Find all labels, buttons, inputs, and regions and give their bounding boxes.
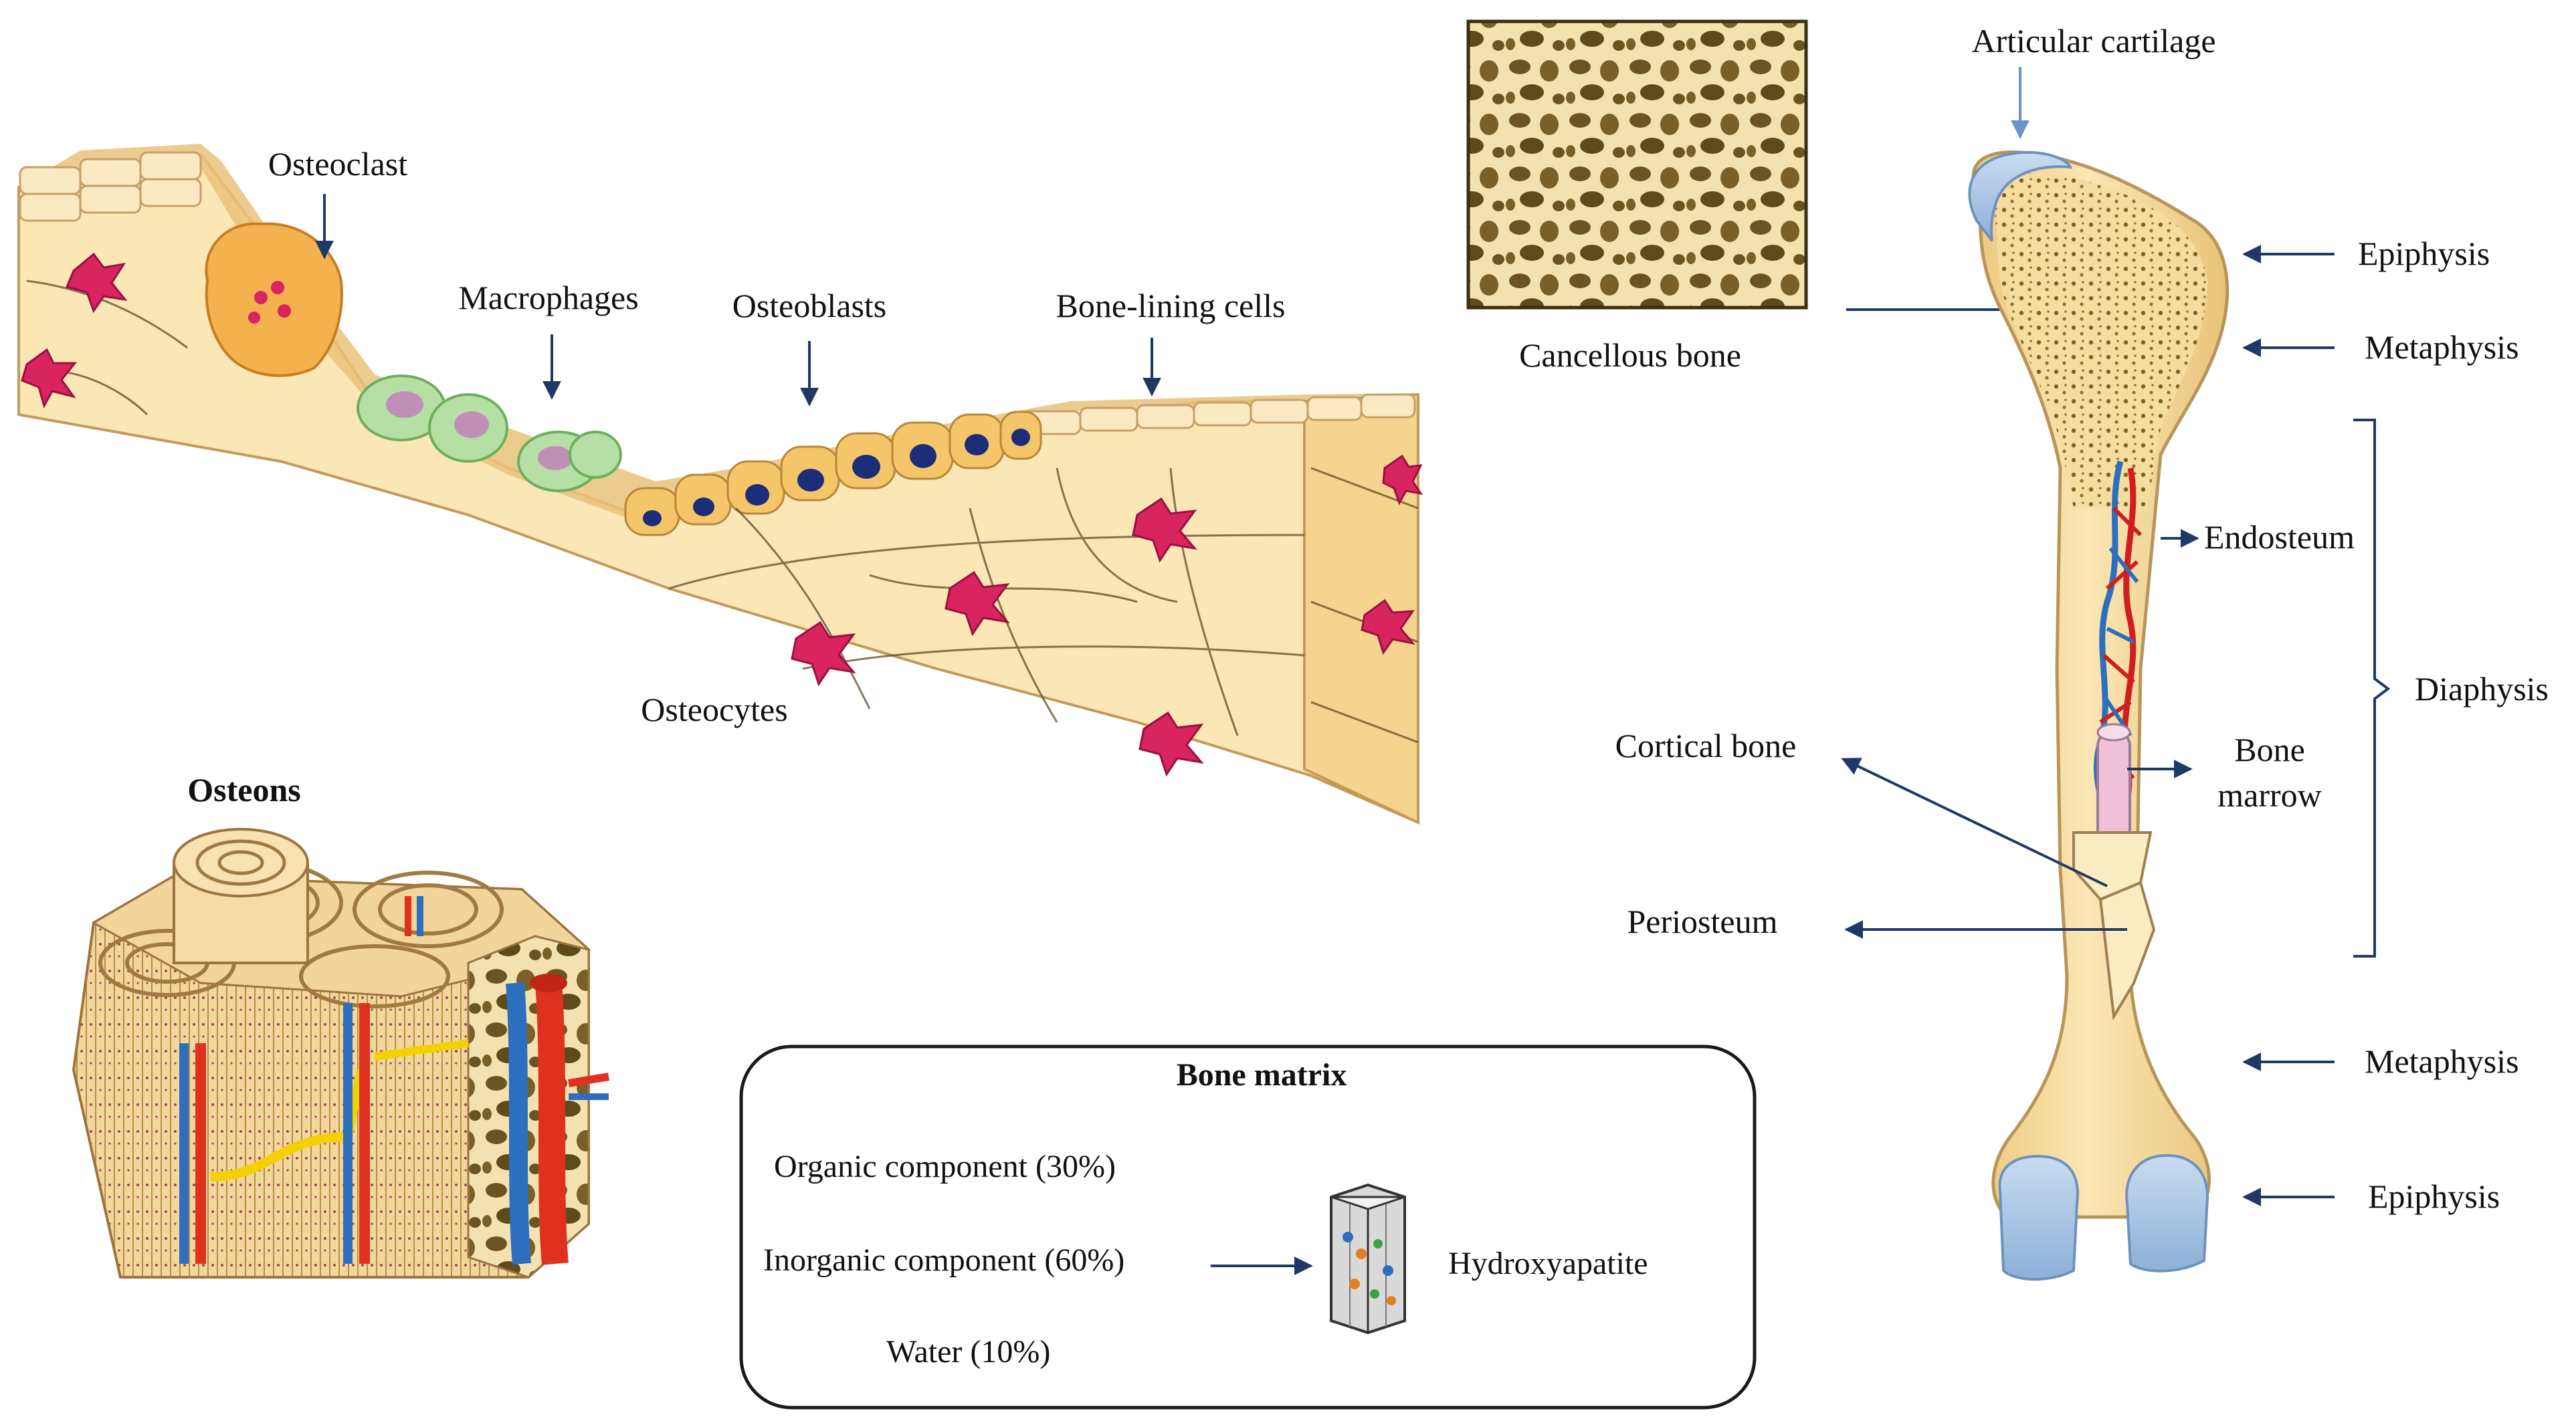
label-macrophages: Macrophages — [458, 279, 638, 316]
label-osteoclast: Osteoclast — [268, 145, 407, 183]
label-osteoblasts: Osteoblasts — [732, 287, 887, 324]
bone-matrix-title: Bone matrix — [1177, 1057, 1347, 1093]
osteoblast-cells — [624, 411, 1042, 536]
inorganic-component: Inorganic component (60%) — [763, 1242, 1124, 1278]
condyle-right — [2125, 1154, 2209, 1273]
periosteum-flap — [2098, 881, 2156, 1021]
arrow-cortical-bone — [1841, 758, 2108, 887]
label-epiphysis-top: Epiphysis — [2358, 235, 2490, 272]
hydroxyapatite-crystal-icon — [1330, 1183, 1406, 1335]
osteons-illustration — [72, 828, 609, 1279]
bone-lining-cells-left — [19, 151, 202, 222]
label-osteocytes: Osteocytes — [641, 691, 787, 728]
hydroxyapatite-label: Hydroxyapatite — [1448, 1246, 1648, 1281]
articular-cartilage-cap — [1968, 150, 2073, 246]
label-bone-marrow-line2: marrow — [2217, 776, 2322, 814]
label-cortical-bone: Cortical bone — [1615, 727, 1797, 764]
label-metaphysis-top: Metaphysis — [2365, 328, 2519, 366]
label-cancellous-bone: Cancellous bone — [1519, 336, 1741, 374]
osteocyte-cells — [21, 252, 1423, 777]
long-bone-illustration — [1968, 150, 2230, 1281]
bone-remodeling-illustration — [17, 144, 1423, 825]
label-metaphysis-bottom: Metaphysis — [2365, 1043, 2519, 1080]
diaphysis-bracket — [2353, 419, 2391, 958]
label-bone-lining-cells: Bone-lining cells — [1056, 287, 1286, 324]
osteon-vessels — [179, 896, 609, 1265]
label-bone-marrow-line1: Bone — [2234, 731, 2305, 768]
condyle-left — [1998, 1155, 2079, 1281]
label-endosteum: Endosteum — [2204, 518, 2355, 556]
long-bone-labels: Articular cartilage Epiphysis Metaphysis… — [1615, 22, 2549, 1215]
cancellous-bone-sample — [1466, 19, 1808, 310]
water-component: Water (10%) — [886, 1334, 1050, 1370]
label-articular-cartilage: Articular cartilage — [1971, 22, 2215, 60]
label-periosteum: Periosteum — [1627, 903, 1778, 940]
organic-component: Organic component (30%) — [774, 1149, 1116, 1184]
osteoclast-cell — [205, 222, 343, 377]
label-epiphysis-bottom: Epiphysis — [2368, 1178, 2500, 1215]
bone-matrix-box: Bone matrix Organic component (30%) Inor… — [739, 1045, 1757, 1410]
label-osteons: Osteons — [187, 771, 300, 808]
cell-labels: Osteoclast Macrophages Osteoblasts Bone-… — [268, 145, 1286, 728]
macrophage-cells — [357, 374, 622, 492]
label-diaphysis: Diaphysis — [2415, 670, 2549, 707]
